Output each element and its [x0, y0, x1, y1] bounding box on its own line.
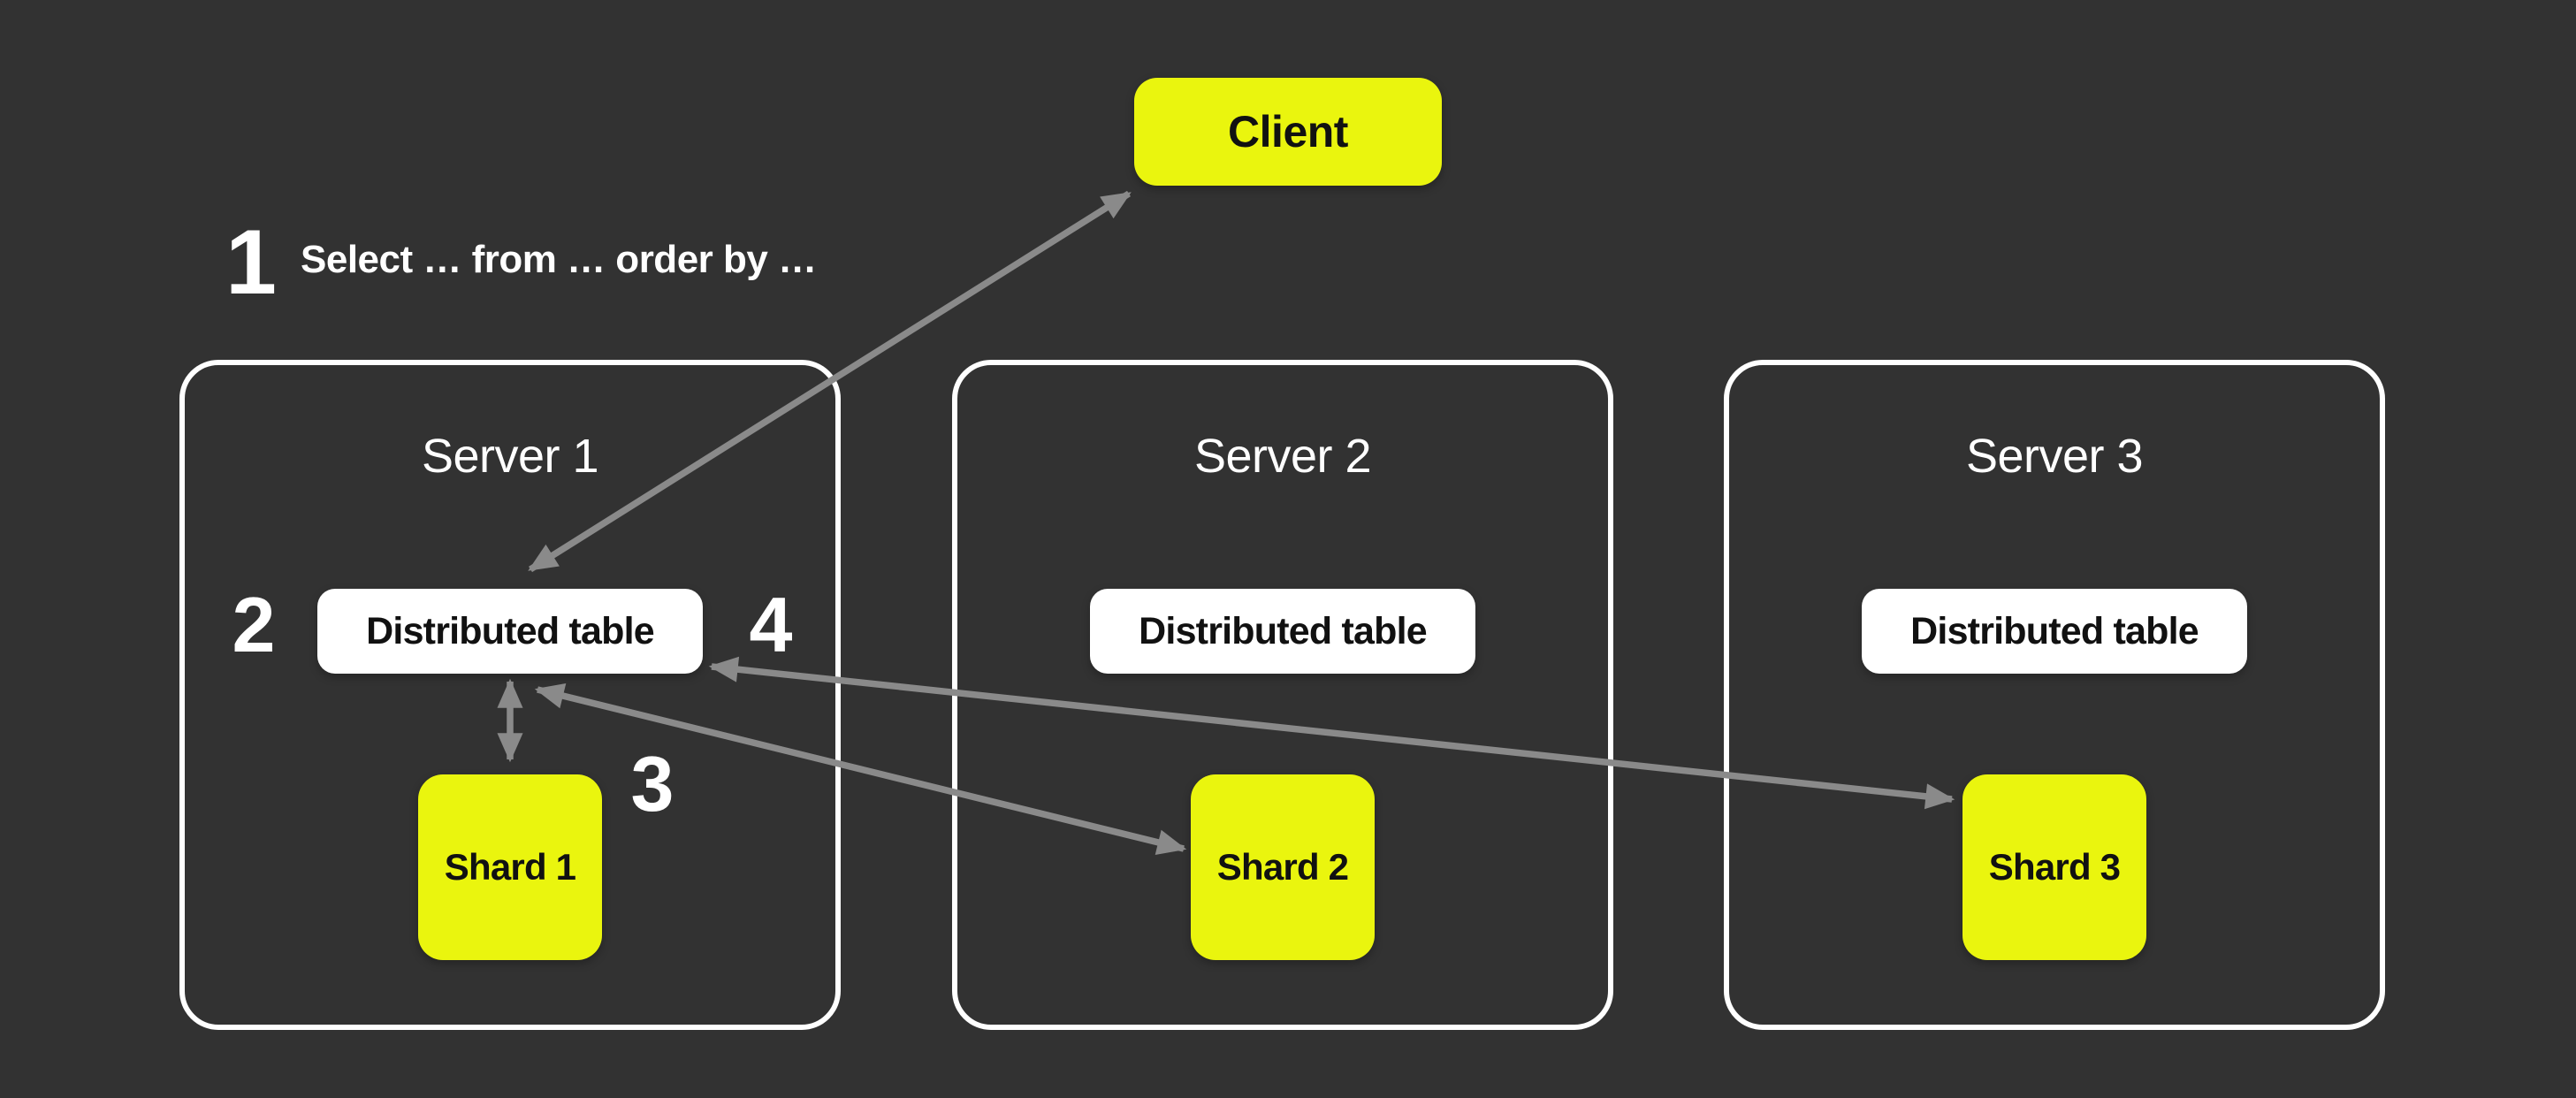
client-label: Client — [1228, 107, 1348, 156]
shard-2-node: Shard 2 — [1191, 774, 1375, 960]
server-3-distributed-table-node: Distributed table — [1862, 589, 2247, 674]
server-1-group: Server 1 Distributed table Shard 1 — [179, 360, 841, 1030]
shard-2-label: Shard 2 — [1216, 846, 1349, 888]
shard-3-label: Shard 3 — [1988, 846, 2121, 888]
server-3-distributed-table-label: Distributed table — [1910, 609, 2199, 652]
query-text: Select … from … order by … — [301, 238, 817, 281]
server-1-title: Server 1 — [421, 430, 599, 483]
shard-1-node: Shard 1 — [418, 774, 602, 960]
shard-3-node: Shard 3 — [1962, 774, 2146, 960]
step-number-3: 3 — [630, 740, 674, 827]
server-1-distributed-table-node: Distributed table — [317, 589, 703, 674]
shard-1-label: Shard 1 — [444, 846, 576, 888]
server-2-distributed-table-node: Distributed table — [1090, 589, 1475, 674]
step-number-4: 4 — [749, 581, 793, 668]
server-3-group: Server 3 Distributed table Shard 3 — [1724, 360, 2385, 1030]
server-1-distributed-table-label: Distributed table — [366, 609, 654, 652]
step-number-1: 1 — [225, 211, 277, 314]
server-2-title: Server 2 — [1193, 430, 1372, 483]
server-2-group: Server 2 Distributed table Shard 2 — [952, 360, 1613, 1030]
client-node: Client — [1134, 78, 1442, 186]
step-number-2: 2 — [232, 581, 276, 668]
server-3-title: Server 3 — [1965, 430, 2144, 483]
server-2-distributed-table-label: Distributed table — [1139, 609, 1427, 652]
